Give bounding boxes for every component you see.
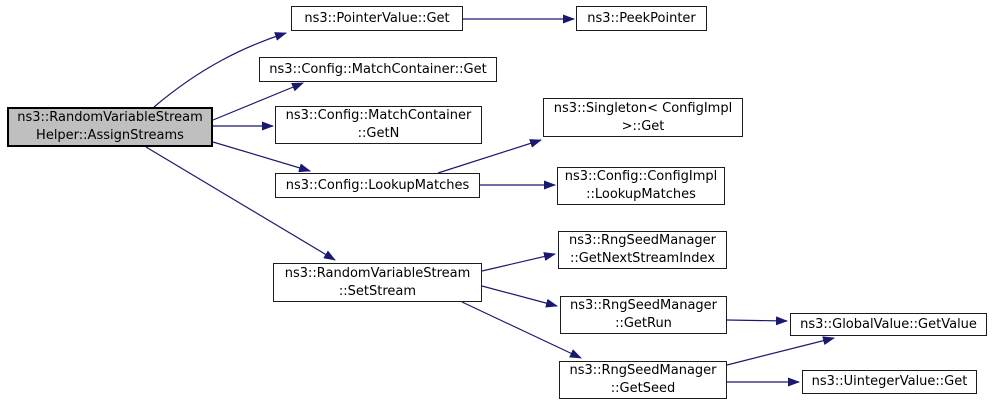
node-label: ns3::PeekPointer bbox=[587, 10, 696, 26]
edge-assignstreams-matchcontainerget bbox=[212, 82, 304, 121]
edge-lookupmatches-singletonget bbox=[437, 139, 542, 174]
node-label: ns3::RngSeedManager ::GetRun bbox=[569, 298, 718, 331]
node-label: ns3::Config::ConfigImpl ::LookupMatches bbox=[564, 169, 718, 202]
edge-assignstreams-pointervalueget bbox=[153, 32, 287, 108]
node-label: ns3::RngSeedManager ::GetNextStreamIndex bbox=[568, 233, 717, 266]
node-peekpointer[interactable]: ns3::PeekPointer bbox=[576, 6, 707, 31]
node-config-matchcontainer-getn[interactable]: ns3::Config::MatchContainer ::GetN bbox=[275, 106, 482, 144]
edge-assignstreams-lookupmatches bbox=[212, 141, 311, 173]
edge-getrun-globalvaluegetvalue bbox=[726, 316, 788, 326]
edge-setstream-getnextstreamindex bbox=[481, 252, 556, 272]
node-config-configimpl-lookupmatches[interactable]: ns3::Config::ConfigImpl ::LookupMatches bbox=[557, 167, 725, 205]
node-label: ns3::RngSeedManager ::GetSeed bbox=[569, 363, 717, 396]
edge-setstream-getseed bbox=[461, 301, 582, 359]
node-config-lookupmatches[interactable]: ns3::Config::LookupMatches bbox=[275, 173, 480, 198]
edge-assignstreams-setstream bbox=[145, 146, 336, 261]
node-randomvariablestreamhelper-assignstreams: ns3::RandomVariableStream Helper::Assign… bbox=[7, 107, 213, 147]
node-label: ns3::Config::MatchContainer::Get bbox=[269, 61, 487, 77]
node-label: ns3::GlobalValue::GetValue bbox=[800, 316, 977, 332]
node-label: ns3::Singleton< ConfigImpl >::Get bbox=[553, 100, 733, 134]
edge-getseed-globalvaluegetvalue bbox=[726, 336, 835, 366]
node-label: ns3::Config::MatchContainer ::GetN bbox=[285, 108, 472, 141]
node-singleton-configimpl-get[interactable]: ns3::Singleton< ConfigImpl >::Get bbox=[543, 98, 743, 137]
node-label: ns3::RandomVariableStream Helper::Assign… bbox=[17, 110, 203, 143]
node-label: ns3::RandomVariableStream ::SetStream bbox=[284, 265, 471, 299]
node-config-matchcontainer-get[interactable]: ns3::Config::MatchContainer::Get bbox=[259, 57, 497, 82]
edge-setstream-getrun bbox=[481, 285, 558, 308]
node-randomvariablestream-setstream[interactable]: ns3::RandomVariableStream ::SetStream bbox=[273, 263, 482, 302]
node-label: ns3::Config::LookupMatches bbox=[285, 177, 470, 193]
node-uintegervalue-get[interactable]: ns3::UintegerValue::Get bbox=[802, 370, 977, 394]
node-label: ns3::UintegerValue::Get bbox=[811, 374, 968, 389]
node-rngseedmanager-getseed[interactable]: ns3::RngSeedManager ::GetSeed bbox=[559, 361, 727, 399]
node-pointervalue-get[interactable]: ns3::PointerValue::Get bbox=[291, 6, 463, 31]
node-rngseedmanager-getnextstreamindex[interactable]: ns3::RngSeedManager ::GetNextStreamIndex bbox=[558, 231, 727, 269]
node-rngseedmanager-getrun[interactable]: ns3::RngSeedManager ::GetRun bbox=[560, 296, 727, 334]
node-globalvalue-getvalue[interactable]: ns3::GlobalValue::GetValue bbox=[790, 313, 987, 336]
node-label: ns3::PointerValue::Get bbox=[304, 10, 450, 26]
